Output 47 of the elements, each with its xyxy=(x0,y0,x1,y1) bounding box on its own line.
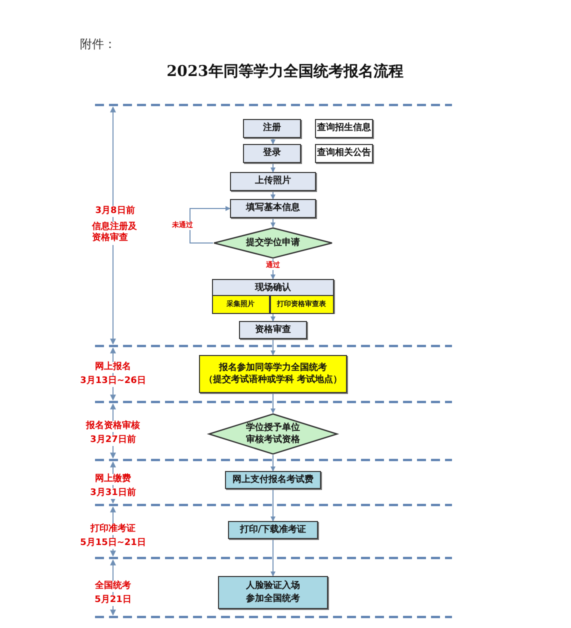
arrow xyxy=(270,312,276,322)
node-label: 网上支付报名考试费 xyxy=(232,474,314,486)
node-label: 查询相关公告 xyxy=(317,147,371,160)
node-label: 登录 xyxy=(263,147,281,160)
process-box xyxy=(230,199,316,218)
process-box xyxy=(243,119,301,138)
title: 2023年同等学力全国统考报名流程 xyxy=(166,62,404,81)
process-box xyxy=(270,294,334,314)
process-box xyxy=(315,144,373,163)
process-box xyxy=(212,294,270,314)
process-box xyxy=(239,321,307,339)
process-box xyxy=(230,172,316,191)
node-label: 打印/下载准考证 xyxy=(240,524,306,536)
process-box xyxy=(225,471,321,489)
node-label: 注册 xyxy=(263,122,281,135)
process-box xyxy=(315,119,373,138)
node-label: 学位授予单位审核考试资格 xyxy=(245,422,301,446)
arrow xyxy=(270,258,276,280)
node-label: 报名参加同等学力全国统考 xyxy=(218,362,328,374)
node-label: 提交学位申请 xyxy=(246,236,300,250)
process-box xyxy=(243,144,301,163)
process-box xyxy=(228,521,318,539)
phase-label: 3月13日~26日 xyxy=(78,376,148,388)
process-group-box xyxy=(212,279,334,313)
arrow xyxy=(270,218,276,228)
arrow xyxy=(190,206,230,244)
node-label: 上传照片 xyxy=(255,175,291,188)
arrow xyxy=(270,338,276,356)
arrow xyxy=(270,162,276,172)
arrow xyxy=(270,190,276,200)
arrow xyxy=(270,454,276,472)
node-label: 人脸验证入场参加全国统考 xyxy=(245,580,301,605)
phase-label: 信息注册及资格审查 xyxy=(92,222,139,244)
arrow xyxy=(270,488,276,522)
node-label: 查询招生信息 xyxy=(317,122,371,135)
decision-diamond xyxy=(213,227,333,259)
arrow xyxy=(270,392,276,414)
process-box xyxy=(199,355,347,393)
process-box xyxy=(218,576,328,609)
decision-diamond xyxy=(208,413,338,455)
node-label: 填写基本信息 xyxy=(246,202,300,215)
node-label: （提交考试语种或学科 考试地点） xyxy=(202,374,344,386)
group-title: 现场确认 xyxy=(255,282,291,294)
arrow xyxy=(270,538,276,576)
arrow xyxy=(270,138,276,144)
node-label: 资格审查 xyxy=(255,324,291,336)
attachment-note: 附件： xyxy=(80,36,116,53)
